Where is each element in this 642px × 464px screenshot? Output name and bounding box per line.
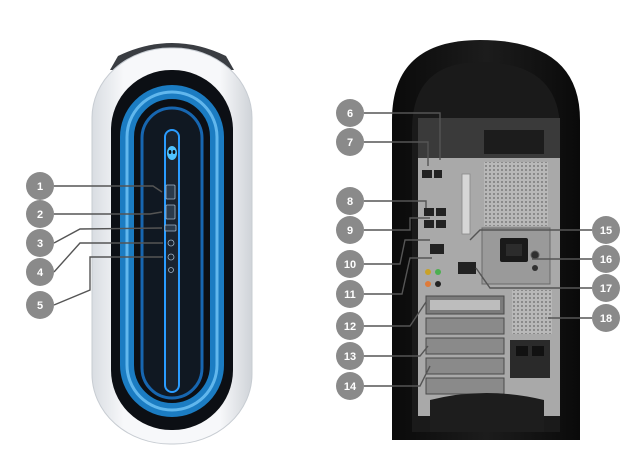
callout-number-4: 4 <box>37 267 44 279</box>
leader-line-14 <box>364 365 431 387</box>
callout-badge-10 <box>336 250 364 278</box>
front-port-panel <box>164 184 177 273</box>
callout-17: 17 <box>592 274 620 302</box>
callout-10: 10 <box>336 250 364 278</box>
leader-line-9 <box>364 217 430 231</box>
leader-line-2 <box>54 211 163 215</box>
callout-number-14: 14 <box>344 381 357 393</box>
callout-badge-12 <box>336 312 364 340</box>
callout-badge-6 <box>336 99 364 127</box>
callout-6: 6 <box>336 99 364 127</box>
callout-number-15: 15 <box>600 225 612 237</box>
callout-number-3: 3 <box>37 238 43 250</box>
callout-number-12: 12 <box>344 321 356 333</box>
callout-badge-4 <box>26 258 54 286</box>
callout-18: 18 <box>592 304 620 332</box>
rear-vent-upper <box>484 162 548 226</box>
rear-stand <box>430 393 544 432</box>
callout-badge-1 <box>26 172 54 200</box>
leader-lines <box>53 112 592 387</box>
rear-expansion-slots <box>425 295 505 395</box>
leader-line-3 <box>53 227 163 244</box>
leader-line-13 <box>364 345 429 357</box>
callout-number-9: 9 <box>347 225 353 237</box>
callout-number-2: 2 <box>37 209 43 221</box>
callout-number-7: 7 <box>347 137 353 149</box>
callout-number-10: 10 <box>344 259 356 271</box>
callout-badge-11 <box>336 280 364 308</box>
callout-badge-5 <box>26 291 54 319</box>
front-light-bar <box>164 129 180 393</box>
callout-8: 8 <box>336 187 364 215</box>
callout-number-6: 6 <box>347 108 353 120</box>
callout-number-13: 13 <box>344 351 356 363</box>
alienware-logo-icon <box>167 146 177 160</box>
callout-badge-18 <box>592 304 620 332</box>
leader-line-8 <box>364 200 427 208</box>
rear-power-inlets <box>510 340 550 378</box>
leader-line-11 <box>364 257 432 295</box>
callout-16: 16 <box>592 245 620 273</box>
callout-15: 15 <box>592 216 620 244</box>
leader-line-12 <box>364 301 427 327</box>
callout-badge-8 <box>336 187 364 215</box>
leader-line-10 <box>364 239 430 265</box>
leader-line-6 <box>364 112 441 160</box>
leader-line-7 <box>364 141 429 166</box>
leader-line-1 <box>54 185 163 193</box>
callout-badge-15 <box>592 216 620 244</box>
callout-13: 13 <box>336 342 364 370</box>
callout-12: 12 <box>336 312 364 340</box>
callout-badge-13 <box>336 342 364 370</box>
callout-14: 14 <box>336 372 364 400</box>
callout-number-8: 8 <box>347 196 353 208</box>
callout-5: 5 <box>26 291 54 319</box>
callout-badge-16 <box>592 245 620 273</box>
callout-number-5: 5 <box>37 300 43 312</box>
leader-line-4 <box>53 242 163 273</box>
callout-7: 7 <box>336 128 364 156</box>
callout-number-1: 1 <box>37 181 43 193</box>
callout-4: 4 <box>26 258 54 286</box>
callout-badge-9 <box>336 216 364 244</box>
callout-1: 1 <box>26 172 54 200</box>
callout-badge-2 <box>26 200 54 228</box>
leader-line-15 <box>469 229 592 241</box>
rear-top-handle <box>484 130 544 154</box>
callout-number-11: 11 <box>344 289 356 301</box>
callout-badge-17 <box>592 274 620 302</box>
callout-number-18: 18 <box>600 313 612 325</box>
callout-3: 3 <box>26 229 54 257</box>
front-view <box>91 43 253 445</box>
callout-badge-7 <box>336 128 364 156</box>
leader-line-5 <box>53 256 163 306</box>
rear-vent-lower <box>512 290 552 334</box>
callout-badge-14 <box>336 372 364 400</box>
callout-number-17: 17 <box>600 283 612 295</box>
callout-badge-3 <box>26 229 54 257</box>
rear-io-ports <box>422 170 476 287</box>
callout-9: 9 <box>336 216 364 244</box>
callout-number-16: 16 <box>600 254 612 266</box>
callout-11: 11 <box>336 280 364 308</box>
callout-2: 2 <box>26 200 54 228</box>
rear-view <box>392 40 580 440</box>
leader-line-17 <box>475 267 592 289</box>
